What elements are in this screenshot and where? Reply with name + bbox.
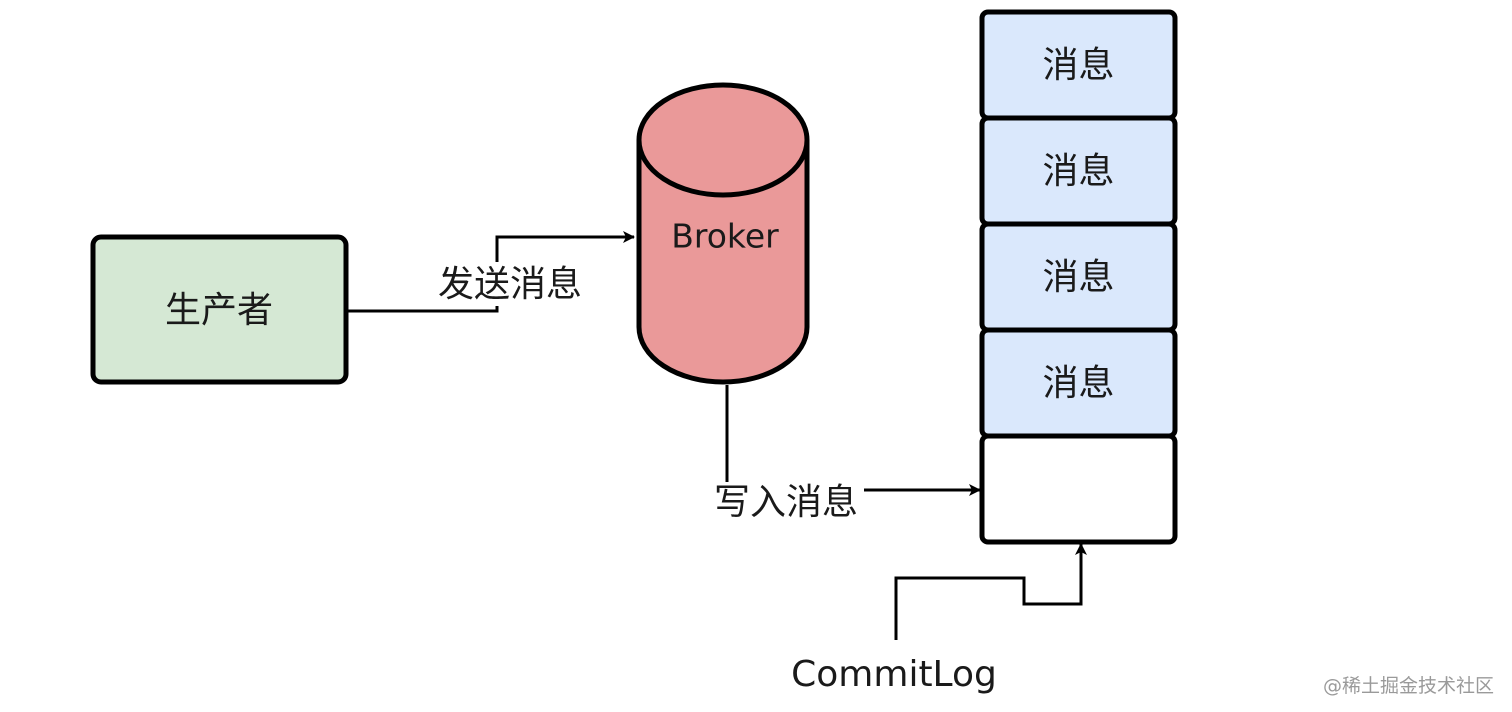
log-slot-label: 消息 [1042,151,1114,192]
broker-node[interactable]: Broker [636,82,810,385]
write-message-connector [725,385,981,496]
log-slot[interactable]: 消息 [979,9,1178,121]
commitlog-pointer-connector [894,543,1087,640]
broker-cylinder-body [636,140,810,385]
write-message-label: 写入消息 [714,482,858,523]
send-label-bg [430,262,590,306]
send-message-label: 发送消息 [438,264,582,305]
log-slot-label: 消息 [1042,257,1114,298]
commitlog-label: CommitLog [791,654,997,695]
log-slot[interactable]: 消息 [979,327,1178,439]
broker-label: Broker [671,217,779,256]
write-message-edge: 写入消息 [706,385,981,526]
log-slot[interactable]: 消息 [979,115,1178,227]
watermark: @稀土掘金技术社区 [1322,675,1494,697]
send-message-edge: 发送消息 [346,231,635,313]
log-slot[interactable]: 消息 [979,221,1178,333]
write-label-bg [706,482,864,526]
producer-label: 生产者 [165,290,273,331]
commitlog-pointer-edge: CommitLog [791,543,1087,695]
producer-node[interactable]: 生产者 [90,234,349,385]
log-slot-label: 消息 [1042,45,1114,86]
log-slot-box [979,433,1178,545]
log-slot[interactable] [979,433,1178,545]
broker-cylinder-top [636,82,810,198]
log-slot-label: 消息 [1042,363,1114,404]
